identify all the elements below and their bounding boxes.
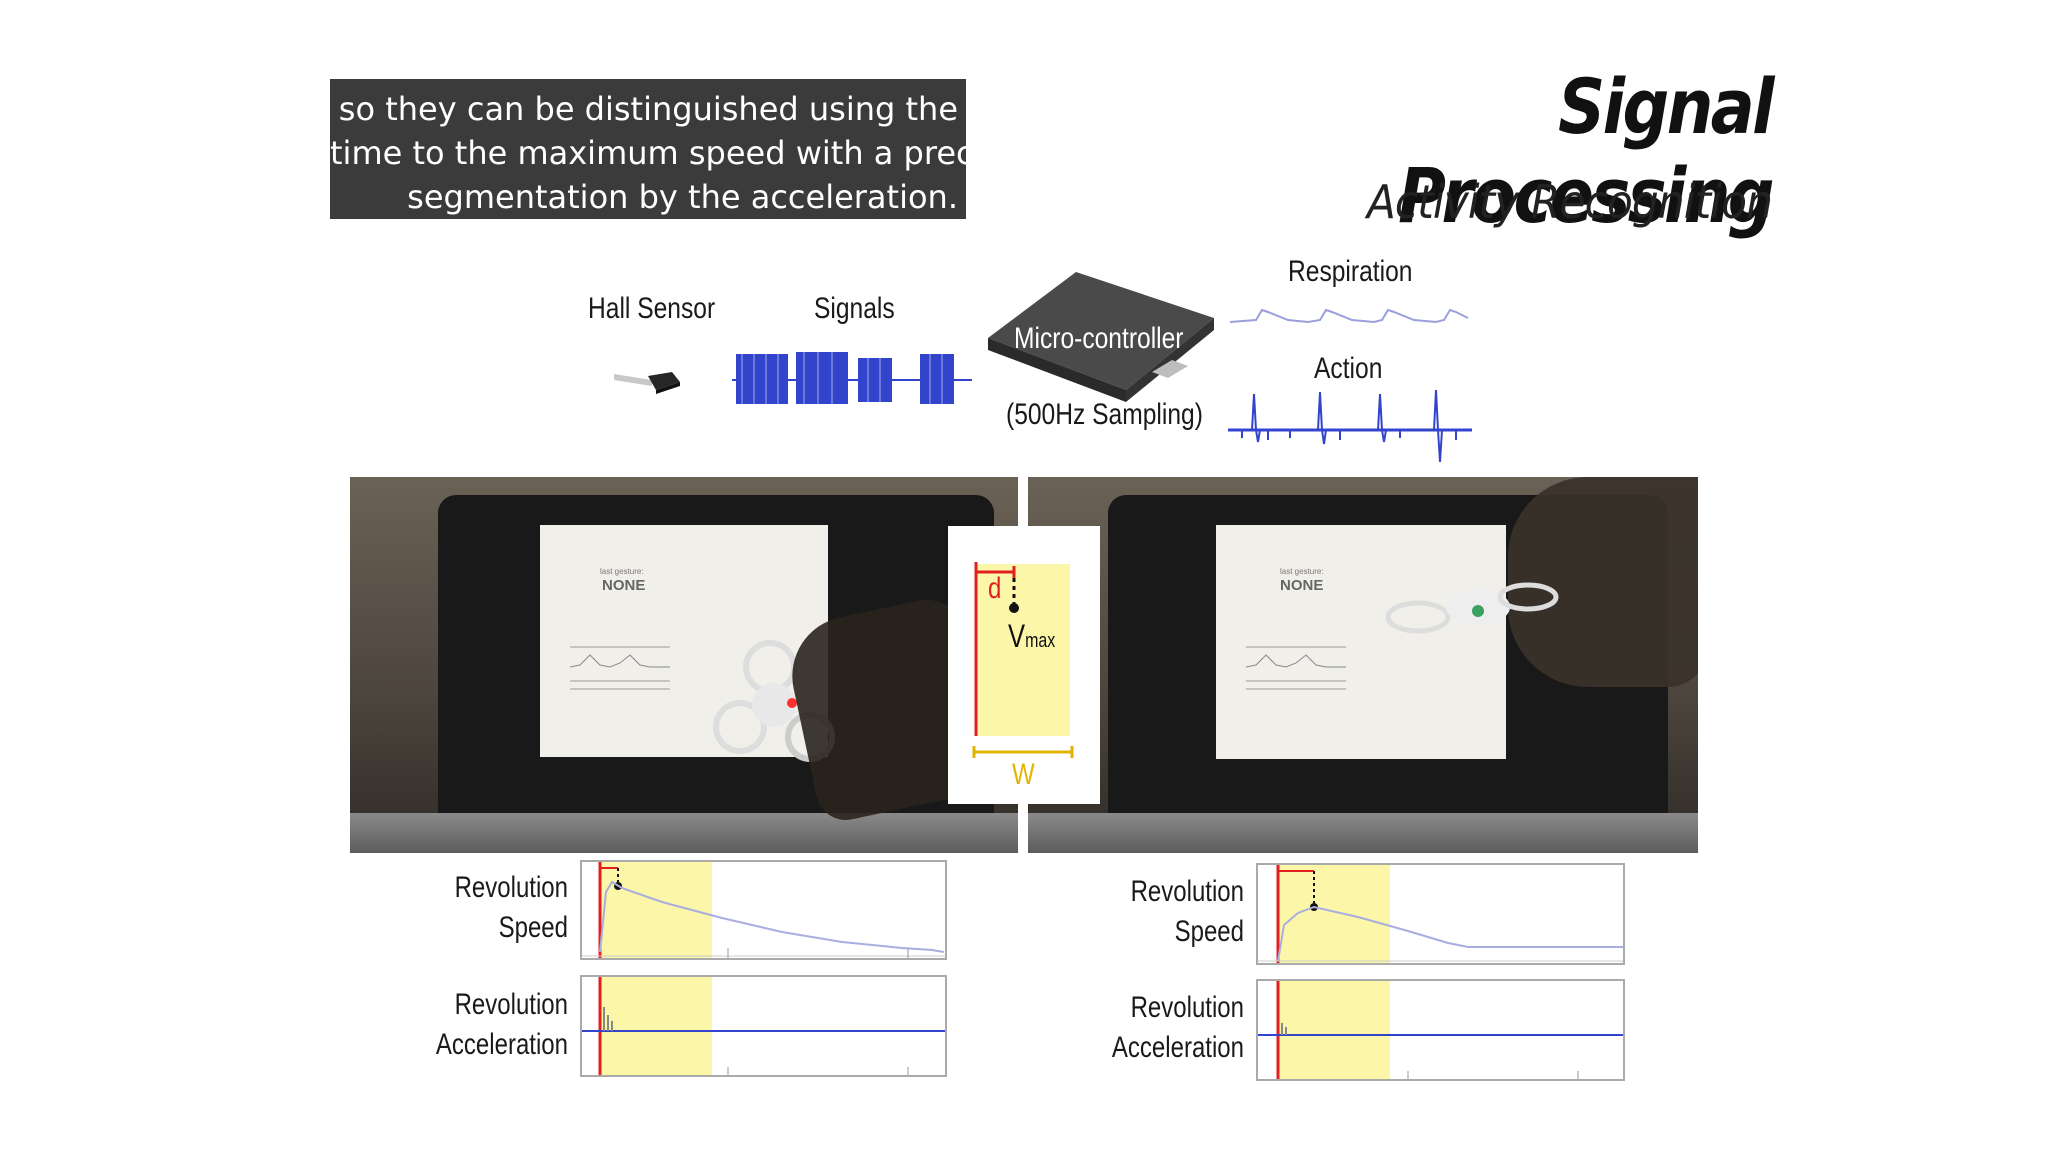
timing-diagram: d Vmax W [948, 526, 1100, 804]
d-label: d [988, 572, 1002, 605]
respiration-waveform [1229, 308, 1469, 324]
microcontroller-label: Micro-controller [1014, 322, 1184, 355]
slide-title: Signal Processing [1398, 62, 1774, 240]
caption-box: so they can be distinguished using the t… [330, 79, 1019, 219]
demo-photo-left: last gesture: NONE [350, 477, 1018, 853]
window-highlight [976, 564, 1070, 736]
speed-label-line1: Revolution [454, 871, 568, 904]
accel-label-right: Revolution Acceleration [1068, 988, 1244, 1068]
caption-line-1: so they can be distinguished using the [338, 90, 958, 128]
accel-label-line2: Acceleration [435, 1028, 568, 1061]
speed-graph-left [580, 860, 947, 960]
speed-label-line1-right: Revolution [1130, 875, 1244, 908]
w-label: W [1012, 758, 1035, 791]
vmax-subscript: max [1025, 630, 1056, 652]
accel-graph-left [580, 975, 947, 1077]
respiration-label: Respiration [1288, 255, 1413, 288]
last-gesture-value-right: NONE [1280, 577, 1324, 594]
action-waveform [1228, 389, 1472, 463]
speed-label-left: Revolution Speed [392, 868, 568, 948]
last-gesture-value: NONE [602, 577, 646, 594]
demo-photo-right: last gesture: NONE [1028, 477, 1698, 853]
accel-label-line1-right: Revolution [1130, 991, 1244, 1024]
action-label: Action [1314, 352, 1383, 385]
accel-label-line1: Revolution [454, 988, 568, 1021]
hall-sensor-label: Hall Sensor [588, 292, 716, 325]
speed-label-right: Revolution Speed [1068, 872, 1244, 952]
spinner-device-right [1385, 582, 1559, 634]
vmax-letter: V [1008, 618, 1026, 654]
accel-label-line2-right: Acceleration [1111, 1031, 1244, 1064]
microcontroller-chip [988, 272, 1214, 402]
hand-right [1508, 477, 1698, 687]
speed-graph-right [1256, 863, 1625, 965]
hall-sensor-icon [614, 372, 680, 394]
signals-waveform [732, 352, 972, 404]
laptop-screen-right: last gesture: NONE [1216, 525, 1506, 759]
accel-graph-right [1256, 979, 1625, 1081]
slide-subtitle: Activity Recognition [1366, 175, 1773, 229]
speed-label-line2-right: Speed [1174, 915, 1244, 948]
last-gesture-label-right: last gesture: [1280, 567, 1324, 576]
caption-line-3: segmentation by the acceleration. [407, 178, 958, 216]
caption-line-2: time to the maximum speed with a precise [330, 134, 1019, 172]
accel-label-left: Revolution Acceleration [392, 985, 568, 1065]
signals-label: Signals [814, 292, 895, 325]
last-gesture-label: last gesture: [600, 567, 644, 576]
sampling-label: (500Hz Sampling) [1006, 398, 1203, 431]
vmax-label: Vmax [1008, 618, 1055, 655]
speed-label-line2: Speed [498, 911, 568, 944]
